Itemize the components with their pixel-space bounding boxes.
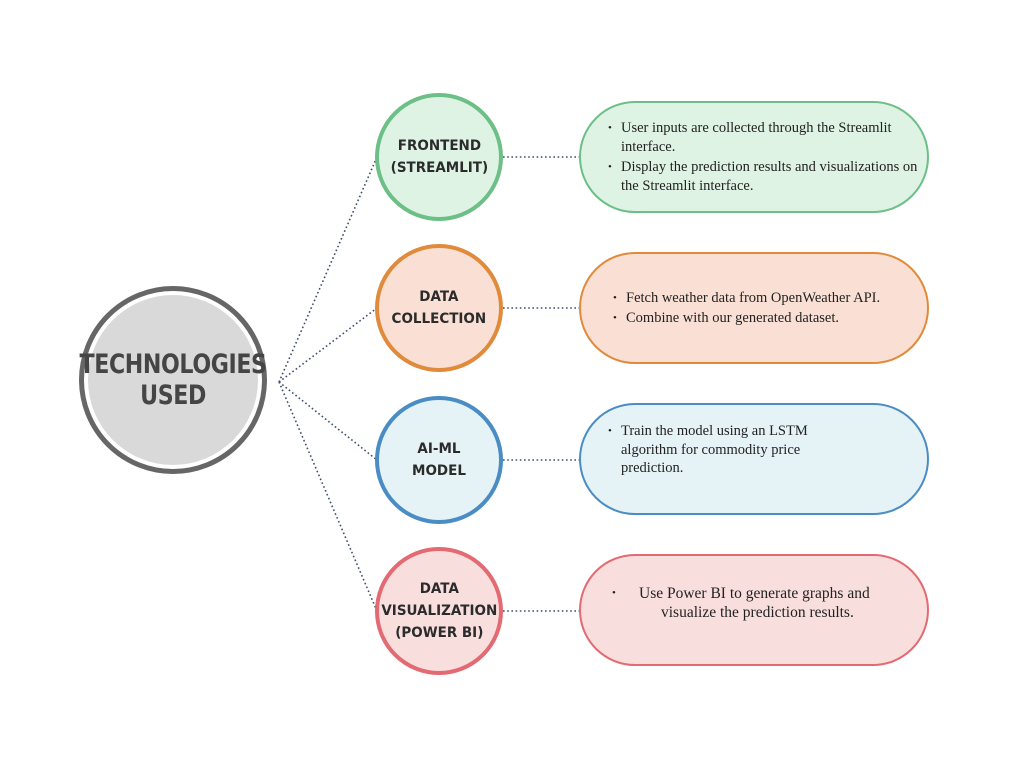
node-frontend-label: FRONTEND (STREAMLIT) — [390, 138, 488, 176]
card-collection-item: Combine with our generated dataset. — [613, 309, 880, 328]
card-viz-line-1: Use Power BI to generate graphs and — [639, 585, 870, 602]
connector-hub-to-frontend — [278, 156, 378, 383]
node-data-collection: DATA COLLECTION — [375, 244, 503, 372]
node-collection-label: DATA COLLECTION — [391, 289, 487, 327]
node-data-visualization: DATA VISUALIZATION (POWER BI) — [375, 547, 503, 675]
hub-node: TECHNOLOGIES USED — [79, 286, 267, 474]
card-ai-ml-model: Train the model using an LSTM algorithm … — [579, 403, 929, 515]
card-viz-item: Use Power BI to generate graphs and visu… — [612, 584, 870, 622]
card-data-visualization: Use Power BI to generate graphs and visu… — [579, 554, 929, 666]
card-frontend-list: User inputs are collected through the St… — [581, 119, 927, 195]
card-viz-list: Use Power BI to generate graphs and visu… — [581, 584, 870, 622]
card-frontend: User inputs are collected through the St… — [579, 101, 929, 213]
hub-node-fill: TECHNOLOGIES USED — [79, 295, 267, 465]
card-frontend-item: User inputs are collected through the St… — [608, 119, 927, 156]
node-aiml-label: AI-ML MODEL — [412, 441, 466, 479]
hub-title: TECHNOLOGIES USED — [79, 349, 267, 411]
card-viz-line-2: visualize the prediction results. — [661, 604, 854, 621]
node-viz-label: DATA VISUALIZATION (POWER BI) — [381, 581, 497, 641]
connector-hub-to-collection — [278, 307, 378, 383]
node-ai-ml-model: AI-ML MODEL — [375, 396, 503, 524]
connector-hub-to-viz — [278, 381, 378, 612]
card-frontend-item: Display the prediction results and visua… — [608, 158, 927, 195]
node-frontend-streamlit: FRONTEND (STREAMLIT) — [375, 93, 503, 221]
card-aiml-item: Train the model using an LSTM algorithm … — [608, 422, 836, 478]
card-aiml-list: Train the model using an LSTM algorithm … — [581, 422, 836, 478]
connector-hub-to-aiml — [278, 381, 378, 461]
card-collection-list: Fetch weather data from OpenWeather API.… — [581, 289, 880, 328]
card-collection-item: Fetch weather data from OpenWeather API. — [613, 289, 880, 308]
connector-group — [278, 156, 580, 612]
card-data-collection: Fetch weather data from OpenWeather API.… — [579, 252, 929, 364]
